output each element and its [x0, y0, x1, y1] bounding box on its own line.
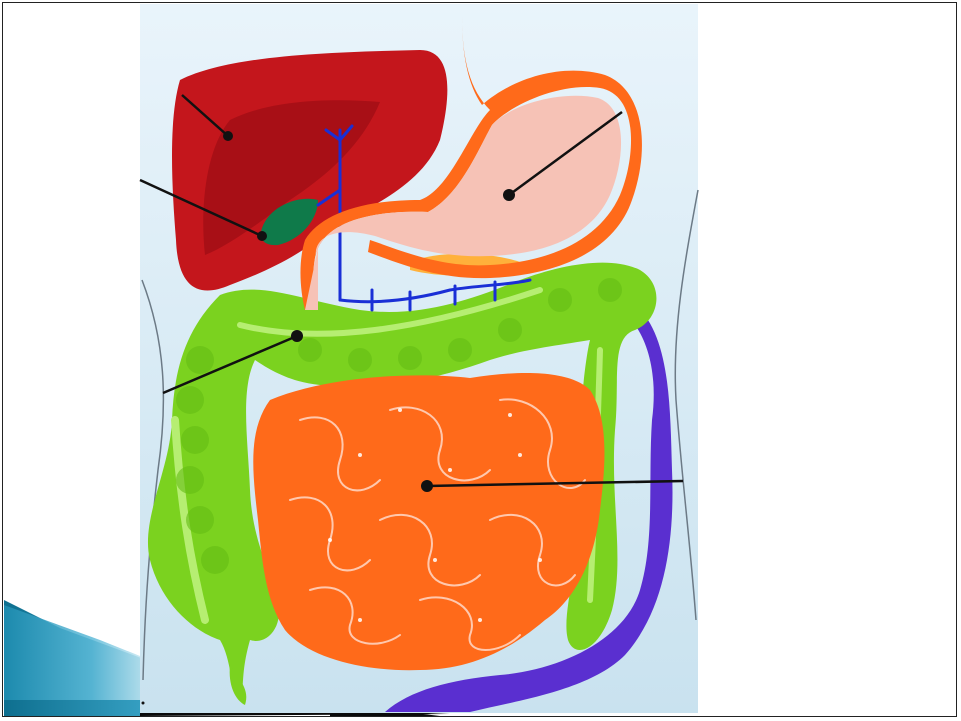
- slide-frame: [2, 2, 957, 717]
- slide: [0, 0, 961, 721]
